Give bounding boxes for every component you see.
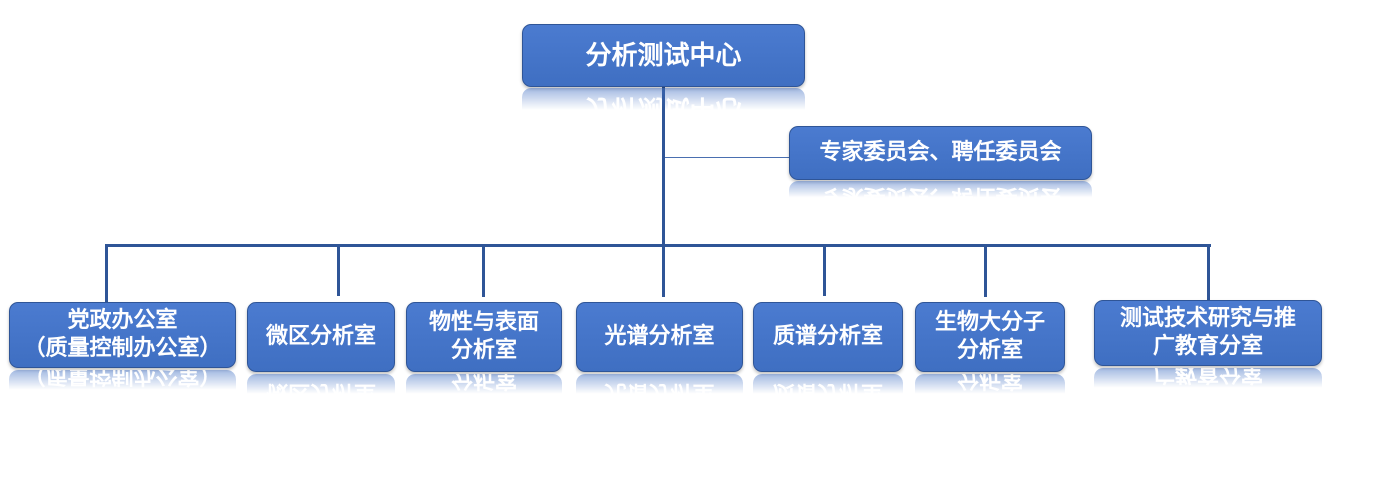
department-node: 质谱分析室 [753, 302, 903, 372]
horizontal-bus-line [105, 244, 1211, 247]
department-node-reflection: 党政办公室 （质量控制办公室） [9, 370, 236, 406]
department-node-reflection: 物性与表面 分析室 [406, 374, 562, 410]
trunk-line [662, 86, 665, 297]
department-node: 党政办公室 （质量控制办公室） [9, 302, 236, 368]
department-node-reflection: 微区分析室 [247, 374, 395, 410]
department-node: 测试技术研究与推 广教育分室 [1094, 300, 1322, 366]
department-node-reflection: 测试技术研究与推 广教育分室 [1094, 368, 1322, 404]
committee-node: 专家委员会、聘任委员会 [789, 126, 1092, 180]
department-node-reflection: 质谱分析室 [753, 374, 903, 410]
drop-line-dept-3 [482, 244, 485, 297]
drop-line-dept-7 [1207, 244, 1210, 300]
department-node: 光谱分析室 [576, 302, 743, 372]
drop-line-dept-2 [337, 244, 340, 296]
root-node: 分析测试中心 [522, 24, 805, 87]
department-node: 微区分析室 [247, 302, 395, 372]
committee-connector [665, 157, 790, 158]
department-node-reflection: 光谱分析室 [576, 374, 743, 410]
department-node: 生物大分子 分析室 [915, 302, 1065, 372]
drop-line-dept-5 [823, 244, 826, 296]
root-node-reflection: 分析测试中心 [522, 88, 805, 128]
department-node-reflection: 生物大分子 分析室 [915, 374, 1065, 410]
drop-line-dept-1 [105, 244, 108, 302]
drop-line-dept-6 [984, 244, 987, 297]
committee-node-reflection: 专家委员会、聘任委员会 [789, 181, 1092, 211]
department-node: 物性与表面 分析室 [406, 302, 562, 372]
